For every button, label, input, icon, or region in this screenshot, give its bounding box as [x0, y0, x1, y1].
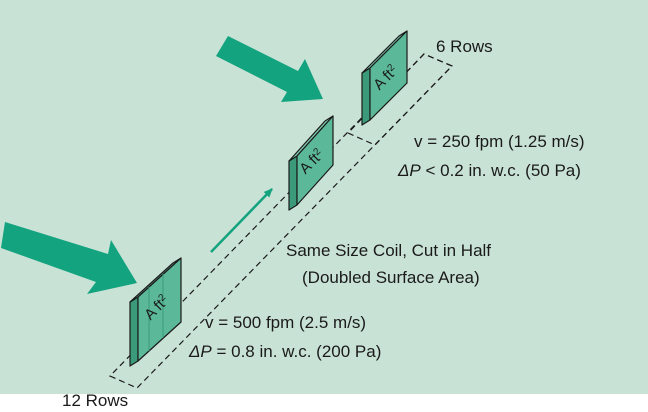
label-same-size-coil: Same Size Coil, Cut in Half [286, 241, 491, 260]
label-pressure-drop-large: ΔP = 0.8 in. w.c. (200 Pa) [188, 342, 381, 361]
airflow-arrow-icon [1, 222, 137, 294]
label-velocity-250: v = 250 fpm (1.25 m/s) [414, 132, 585, 151]
label-pressure-drop-small: ΔP < 0.2 in. w.c. (50 Pa) [397, 161, 581, 180]
label-6-rows: 6 Rows [436, 37, 493, 56]
coil-6-rows [361, 30, 408, 126]
label-velocity-500: v = 500 fpm (2.5 m/s) [205, 313, 366, 332]
coil-12-rows [129, 257, 182, 367]
airflow-arrow-icon [216, 36, 323, 102]
label-12-rows: 12 Rows [62, 391, 128, 410]
coil-middle [288, 115, 334, 211]
transition-arrow-icon [210, 188, 273, 253]
label-doubled-surface-area: (Doubled Surface Area) [302, 268, 480, 287]
background-panel [0, 0, 648, 394]
